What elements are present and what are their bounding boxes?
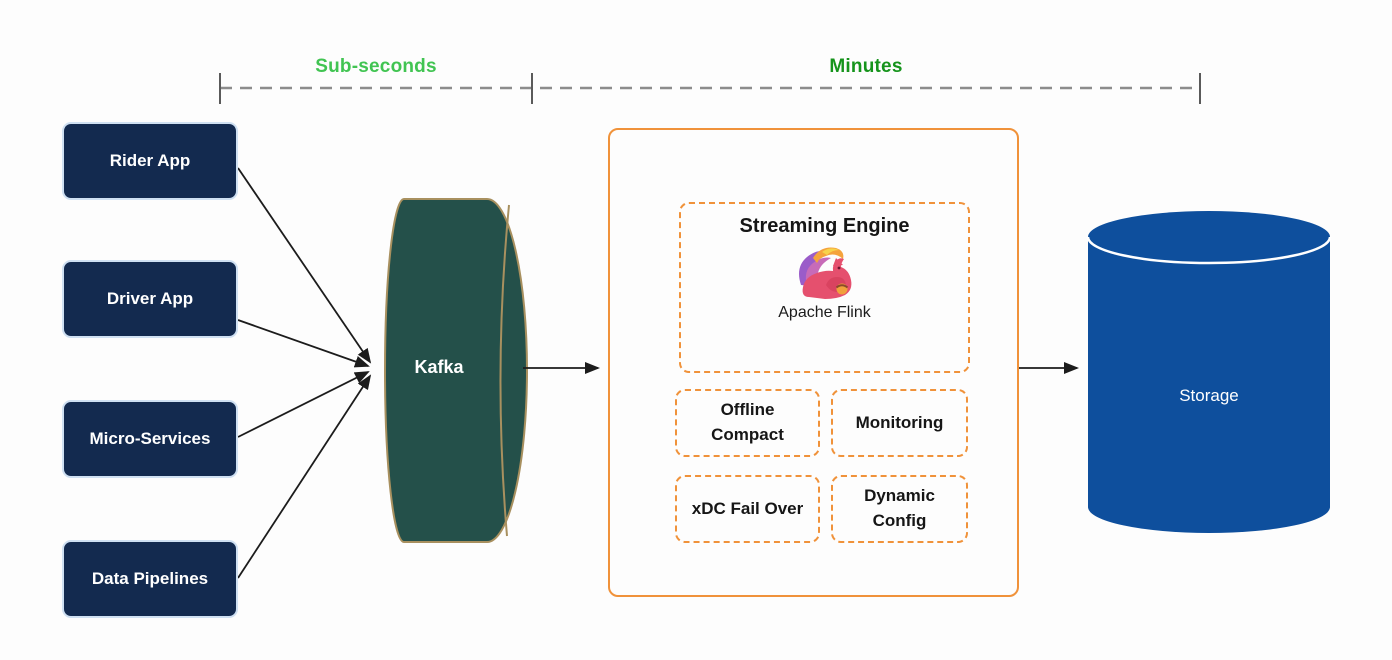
module-box-offline-compact: Offline Compact [675, 389, 820, 457]
arrow-pipelines-to-kafka [237, 374, 372, 579]
storage-label: Storage [1179, 386, 1239, 405]
latency-label-sub-seconds: Sub-seconds [315, 56, 437, 77]
storage-cylinder-body [1088, 211, 1330, 533]
source-to-kafka-arrows [237, 167, 372, 579]
kafka-cylinder-rim [499, 204, 510, 537]
streaming-engine-title: Streaming Engine [739, 215, 910, 237]
arrow-microservices-to-kafka [237, 371, 370, 438]
storage-cylinder [1086, 211, 1332, 533]
kafka-cylinder-body [383, 198, 529, 543]
source-box-label: Driver App [106, 289, 194, 308]
storage-cylinder-rim [1086, 236, 1332, 265]
streaming-engine-box: Streaming Engine Apache Flink [679, 202, 970, 373]
source-box-label: Data Pipelines [91, 569, 209, 588]
apache-flink-caption: Apache Flink [778, 304, 871, 321]
module-box-monitoring: Monitoring [831, 389, 968, 457]
source-box-rider-app: Rider App [62, 122, 238, 200]
module-label: Dynamic Config [864, 486, 935, 530]
module-label: Monitoring [855, 412, 944, 432]
source-box-label: Micro-Services [89, 429, 211, 448]
kafka-cylinder [383, 198, 529, 543]
apache-flink-squirrel-icon [798, 247, 851, 299]
module-label: xDC Fail Over [691, 498, 804, 518]
source-box-label: Rider App [109, 151, 191, 170]
kafka-label: Kafka [414, 357, 464, 377]
source-box-driver-app: Driver App [62, 260, 238, 338]
engine-container: Streaming Engine Apache Flink [608, 128, 1019, 597]
source-box-data-pipelines: Data Pipelines [62, 540, 238, 618]
arrow-driver-to-kafka [237, 319, 370, 368]
module-box-xdc-fail-over: xDC Fail Over [675, 475, 820, 543]
arrow-rider-to-kafka [237, 167, 372, 364]
source-box-micro-services: Micro-Services [62, 400, 238, 478]
module-box-dynamic-config: Dynamic Config [831, 475, 968, 543]
module-label: Offline Compact [711, 400, 784, 444]
latency-label-minutes: Minutes [829, 56, 903, 77]
latency-ruler [219, 73, 1201, 104]
